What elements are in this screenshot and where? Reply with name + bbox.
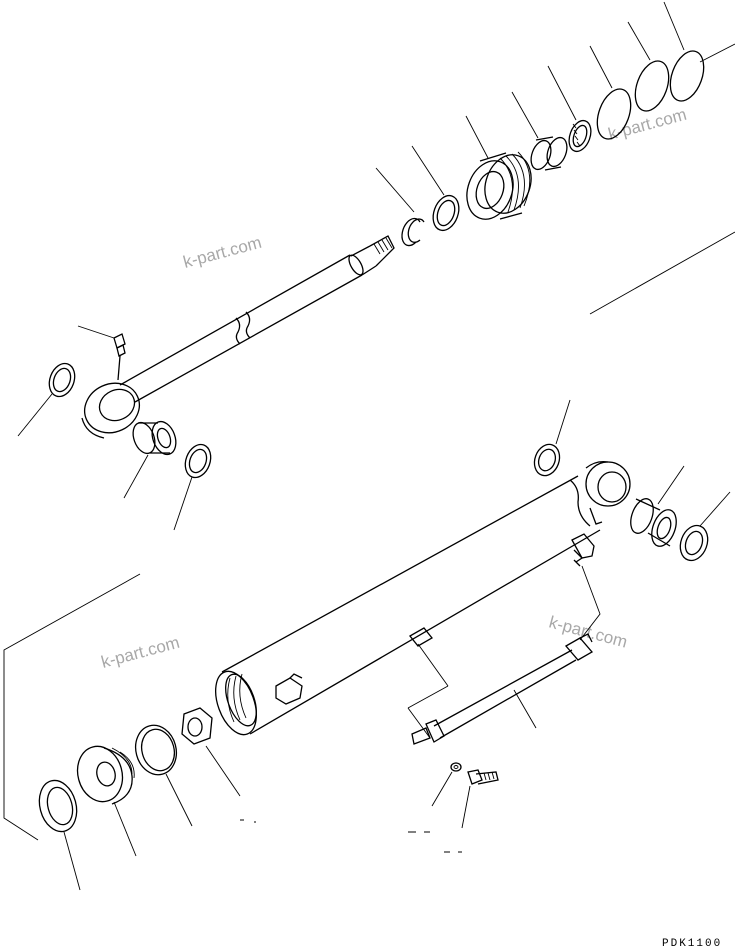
pipe-assembly	[411, 633, 594, 745]
piston-rod	[81, 235, 395, 439]
seal-ring-rod-eye-right	[173, 443, 212, 531]
seal-ring-bottom-eye	[533, 399, 571, 477]
o-ring-3	[663, 1, 705, 102]
elbow-port-bottom	[571, 533, 595, 567]
snap-ring	[375, 167, 425, 247]
group-bracket-upper	[589, 43, 735, 315]
watermark-lower-left: k-part.com	[99, 633, 181, 672]
dust-seal-rod-eye	[17, 362, 76, 437]
cylinder-tube	[215, 460, 631, 736]
drawing-code: PDK1100	[662, 938, 722, 950]
bushing-bottom-eye	[630, 465, 685, 547]
o-ring-2	[627, 21, 670, 112]
o-ring-head	[134, 724, 193, 827]
watermark-lower-right: k-part.com	[547, 613, 629, 652]
grease-fitting-rod	[77, 325, 126, 381]
watermark-upper-left: k-part.com	[181, 233, 263, 272]
pipe-route-line	[579, 565, 601, 641]
piston-ring	[547, 65, 592, 153]
dust-seal-head	[38, 779, 81, 891]
o-ring-1	[589, 45, 632, 140]
washer	[431, 762, 462, 807]
piston-nut	[181, 707, 241, 797]
pipe-clamp	[407, 627, 449, 739]
piston	[465, 115, 532, 220]
cylinder-head-gland	[76, 745, 137, 857]
bushing-rod-eye	[123, 420, 177, 499]
bolt	[461, 769, 499, 829]
collar-ring	[411, 145, 460, 232]
wear-ring-sleeve	[511, 91, 568, 171]
group-bracket-lower	[3, 573, 141, 841]
ref-marks	[240, 819, 462, 853]
seal-ring-bottom-eye-right	[679, 491, 731, 562]
